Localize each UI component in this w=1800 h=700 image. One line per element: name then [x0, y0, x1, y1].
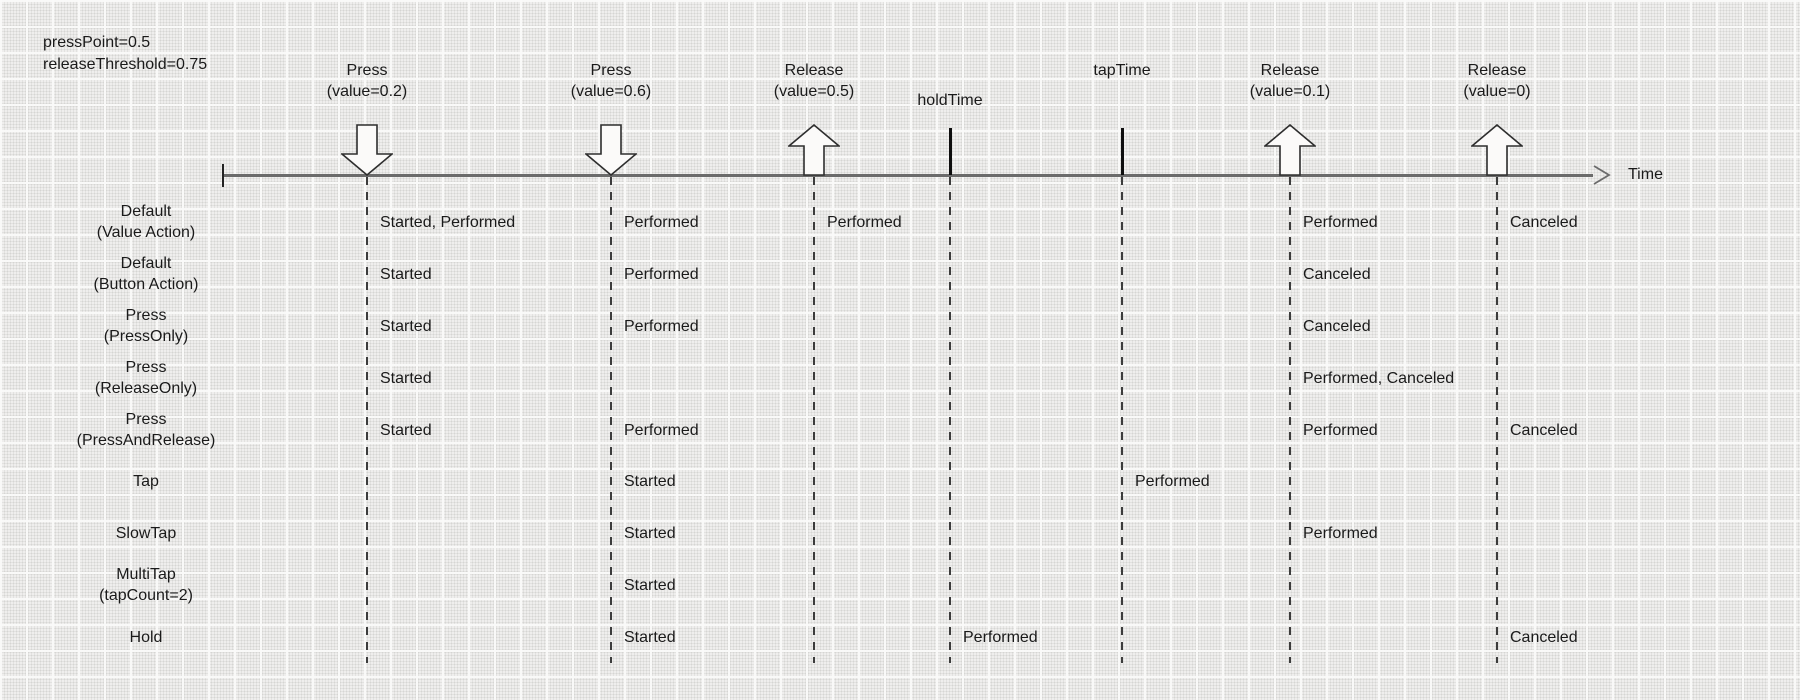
event-result-text: Started — [380, 421, 432, 439]
event-result-text: Canceled — [1510, 628, 1578, 646]
release-arrow-up-icon — [1471, 124, 1523, 176]
press-arrow-down-icon — [585, 124, 637, 176]
time-axis-arrowhead-icon — [1593, 165, 1611, 185]
event-dashed-line-release-value-0.1 — [1289, 177, 1291, 663]
event-result-text: Started — [380, 369, 432, 387]
time-axis-label: Time — [1628, 166, 1663, 183]
time-threshold-tick-hold-time — [948, 128, 952, 175]
event-label-hold-time: holdTime — [917, 91, 983, 109]
event-result-text: Started — [624, 524, 676, 542]
event-result-text: Canceled — [1303, 317, 1371, 335]
release-threshold-value: releaseThreshold=0.75 — [43, 56, 208, 73]
row-label-hold: Hold — [129, 628, 163, 646]
event-dashed-line-press-value-0.6 — [610, 177, 612, 663]
event-result-text: Started — [624, 472, 676, 490]
event-result-text: Performed — [963, 628, 1038, 646]
event-result-text: Canceled — [1510, 213, 1578, 231]
event-label-release-value-0: Release (value=0) — [1463, 61, 1531, 100]
row-label-multitap: MultiTap (tapCount=2) — [99, 566, 193, 604]
press-point-value: pressPoint=0.5 — [43, 34, 151, 51]
row-label-default: Default (Button Action) — [93, 255, 199, 293]
event-dashed-line-press-value-0.2 — [366, 177, 368, 663]
event-result-text: Started — [380, 317, 432, 335]
event-result-text: Performed — [624, 265, 699, 283]
event-result-text: Performed — [624, 213, 699, 231]
event-result-text: Started, Performed — [380, 213, 516, 231]
threshold-parameters: pressPoint=0.5 releaseThreshold=0.75 — [43, 32, 207, 76]
row-label-slowtap: SlowTap — [115, 524, 177, 542]
event-dashed-line-hold-time — [949, 177, 951, 663]
event-dashed-line-tap-time — [1121, 177, 1123, 663]
row-label-press: Press (PressOnly) — [103, 307, 189, 345]
event-label-press-value-0.6: Press (value=0.6) — [570, 61, 652, 100]
event-result-text: Started — [380, 265, 432, 283]
event-result-text: Performed — [827, 213, 902, 231]
event-result-text: Started — [624, 576, 676, 594]
release-arrow-up-icon — [1264, 124, 1316, 176]
time-threshold-tick-tap-time — [1120, 128, 1124, 175]
event-dashed-line-release-value-0 — [1496, 177, 1498, 663]
event-label-release-value-0.1: Release (value=0.1) — [1249, 61, 1331, 100]
event-result-text: Canceled — [1303, 265, 1371, 283]
event-label-tap-time: tapTime — [1093, 61, 1151, 79]
event-result-text: Performed — [624, 317, 699, 335]
row-label-press: Press (ReleaseOnly) — [94, 359, 198, 397]
time-axis-line — [223, 174, 1593, 177]
event-result-text: Performed — [1135, 472, 1210, 490]
event-label-release-value-0.5: Release (value=0.5) — [773, 61, 855, 100]
event-result-text: Canceled — [1510, 421, 1578, 439]
press-arrow-down-icon — [341, 124, 393, 176]
event-result-text: Performed — [1303, 421, 1378, 439]
event-label-press-value-0.2: Press (value=0.2) — [326, 61, 408, 100]
row-label-tap: Tap — [133, 472, 159, 490]
event-result-text: Performed — [1303, 524, 1378, 542]
event-result-text: Started — [624, 628, 676, 646]
row-label-press: Press (PressAndRelease) — [76, 411, 216, 449]
event-result-text: Performed — [624, 421, 699, 439]
row-label-default: Default (Value Action) — [96, 203, 196, 241]
event-result-text: Performed — [1303, 213, 1378, 231]
event-dashed-line-release-value-0.5 — [813, 177, 815, 663]
release-arrow-up-icon — [788, 124, 840, 176]
time-axis-origin-tick — [222, 164, 224, 187]
event-result-text: Performed, Canceled — [1303, 369, 1455, 387]
